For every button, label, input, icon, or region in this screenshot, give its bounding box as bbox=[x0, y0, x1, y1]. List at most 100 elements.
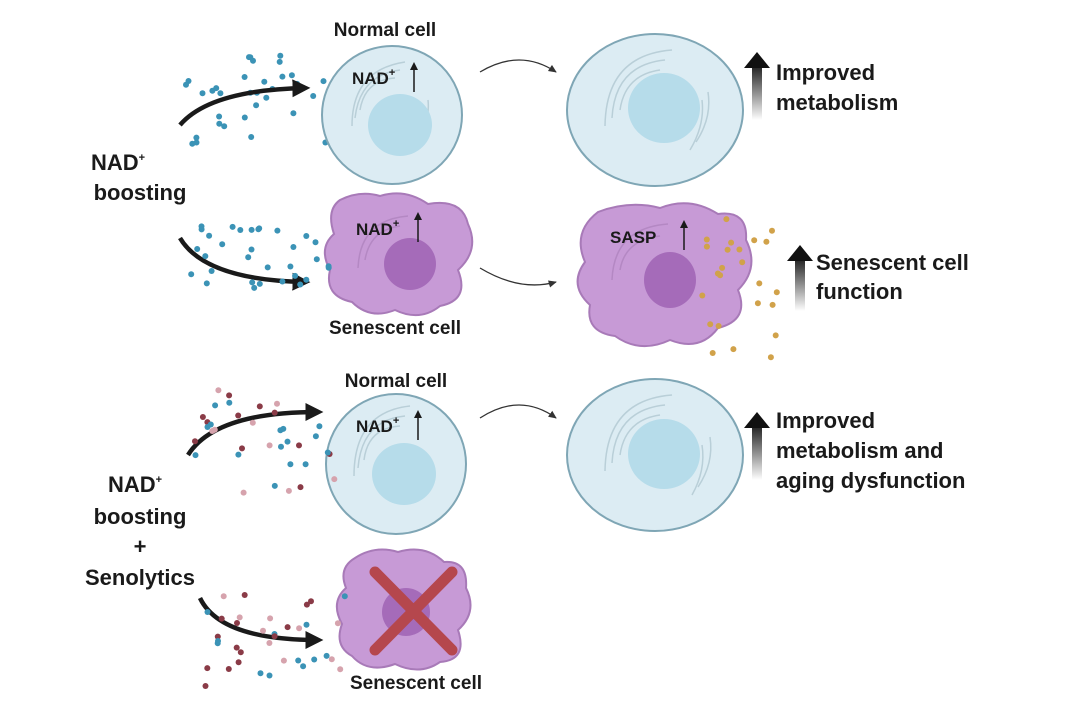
top-improved-nucleus bbox=[628, 73, 700, 143]
particle bbox=[300, 663, 307, 670]
top-normal-nucleus bbox=[368, 94, 432, 156]
particle bbox=[724, 246, 731, 253]
particle bbox=[331, 476, 338, 483]
particle bbox=[218, 615, 225, 622]
particle bbox=[769, 227, 775, 234]
particle bbox=[284, 624, 291, 631]
particle bbox=[719, 264, 726, 271]
particle bbox=[303, 621, 310, 628]
particle bbox=[292, 272, 299, 279]
top-normal-cell: NAD+ bbox=[321, 45, 463, 185]
particle bbox=[249, 279, 256, 286]
top-senescent-cell-title: Senescent cell bbox=[329, 318, 461, 339]
top-senescent-outcome: Senescent cell function bbox=[787, 245, 969, 311]
particle bbox=[302, 461, 309, 468]
particle bbox=[260, 627, 266, 634]
bottom-normal-nad-label: NAD+ bbox=[356, 415, 399, 436]
particle bbox=[193, 134, 200, 141]
particle bbox=[320, 78, 327, 85]
particle bbox=[728, 239, 735, 246]
bottom-senescent-cell-title: Senescent cell bbox=[350, 673, 482, 694]
top-treatment-label: NAD+ boosting bbox=[91, 150, 186, 205]
bottom-arrow-to-normal bbox=[186, 403, 324, 457]
svg-text:function: function bbox=[816, 279, 903, 304]
bottom-normal-outcome: Improved metabolism and aging dysfunctio… bbox=[744, 408, 965, 493]
particle bbox=[699, 292, 706, 299]
bottom-normal-transition-arrow bbox=[479, 404, 557, 419]
svg-text:Improved: Improved bbox=[776, 60, 875, 85]
particle bbox=[279, 278, 286, 285]
particle bbox=[280, 425, 287, 432]
particle bbox=[215, 387, 222, 394]
particle bbox=[250, 57, 256, 64]
particle bbox=[280, 657, 287, 664]
particle bbox=[257, 670, 264, 677]
particle bbox=[271, 409, 278, 416]
particle bbox=[267, 615, 274, 622]
particle bbox=[709, 350, 716, 356]
particle bbox=[213, 85, 220, 92]
top-improved-cell bbox=[566, 33, 744, 187]
particle bbox=[324, 449, 331, 456]
particle bbox=[214, 633, 221, 640]
particle bbox=[295, 657, 302, 664]
particle bbox=[225, 666, 232, 672]
svg-text:metabolism and: metabolism and bbox=[776, 438, 943, 463]
particle bbox=[337, 666, 344, 673]
particle bbox=[188, 271, 195, 278]
top-normal-cell-title: Normal cell bbox=[334, 20, 436, 41]
bottom-arrow-to-senescent bbox=[197, 596, 324, 649]
top-senescent-nad-label: NAD+ bbox=[356, 218, 399, 239]
svg-text:metabolism: metabolism bbox=[776, 90, 898, 115]
particle bbox=[271, 482, 278, 489]
particle bbox=[296, 442, 302, 449]
top-senescent-transition-arrow bbox=[479, 267, 557, 288]
bottom-normal-mixed-particles bbox=[192, 387, 338, 496]
particle bbox=[234, 620, 240, 626]
bottom-treatment-label: NAD+ boosting + Senolytics bbox=[85, 472, 195, 590]
svg-text:aging dysfunction: aging dysfunction bbox=[776, 468, 965, 493]
particle bbox=[199, 90, 206, 97]
particle bbox=[256, 280, 263, 287]
top-senescent-nucleus bbox=[384, 238, 436, 290]
bottom-senescent-mixed-particles bbox=[202, 592, 348, 689]
particle bbox=[237, 649, 244, 656]
bottom-normal-cell: NAD+ bbox=[325, 393, 467, 535]
top-senescent-up-arrow-icon bbox=[414, 212, 422, 242]
particle bbox=[310, 93, 317, 99]
particle bbox=[278, 443, 284, 450]
top-normal-outcome-up-icon bbox=[752, 62, 762, 120]
top-senescent-nad-particles bbox=[188, 223, 332, 291]
particle bbox=[288, 72, 295, 79]
particle bbox=[216, 113, 223, 120]
particle bbox=[193, 139, 200, 146]
particle bbox=[313, 256, 320, 263]
particle bbox=[751, 237, 758, 244]
particle bbox=[715, 323, 722, 329]
particle bbox=[248, 226, 255, 233]
particle bbox=[266, 672, 273, 679]
bottom-normal-outcome-up-icon bbox=[752, 422, 762, 480]
particle bbox=[739, 259, 746, 266]
particle bbox=[194, 246, 201, 252]
particle bbox=[341, 593, 348, 600]
particle bbox=[763, 238, 770, 245]
particle bbox=[714, 270, 721, 277]
particle bbox=[220, 593, 227, 600]
particle bbox=[199, 414, 206, 420]
particle bbox=[290, 110, 297, 117]
top-treatment-boosting: boosting bbox=[94, 180, 187, 205]
particle bbox=[279, 73, 286, 80]
top-normal-transition-arrow bbox=[479, 59, 557, 73]
svg-text:Senescent cell: Senescent cell bbox=[816, 250, 969, 275]
particle bbox=[207, 421, 214, 428]
svg-text:NAD+: NAD+ bbox=[91, 150, 145, 175]
particle bbox=[287, 263, 294, 270]
particle bbox=[730, 346, 737, 353]
particle bbox=[226, 392, 233, 399]
particle bbox=[303, 276, 310, 283]
particle bbox=[271, 633, 278, 640]
particle bbox=[261, 78, 268, 85]
particle bbox=[296, 625, 303, 632]
